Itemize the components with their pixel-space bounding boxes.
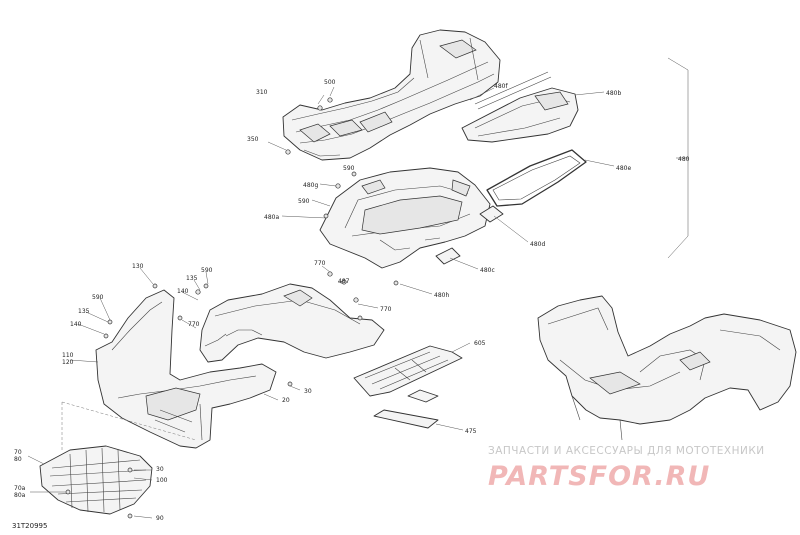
callout-480d: 480d — [530, 241, 545, 248]
callout-350: 350 — [247, 136, 259, 143]
rear-rack — [282, 29, 501, 161]
callout-770-b: 770 — [380, 306, 392, 313]
footrest-grate — [39, 445, 153, 515]
callout-480h: 480h — [434, 292, 449, 299]
left-fender — [199, 283, 385, 363]
leader-lines — [27, 86, 688, 519]
group-bracket — [667, 57, 689, 259]
figure-id: 31T20995 — [12, 522, 47, 530]
assembled-view — [537, 295, 797, 441]
callout-80: 80 — [14, 456, 22, 463]
watermark-brand: PARTSFOR.RU — [488, 461, 710, 492]
callout-30-b: 30 — [156, 466, 164, 473]
rods — [474, 71, 552, 110]
box-lid — [461, 87, 579, 143]
callout-80a: 80a — [14, 492, 26, 499]
callout-130: 130 — [132, 263, 144, 270]
callout-labels: 310 500 350 480f 480b 480e 480 480g 590 … — [14, 79, 690, 522]
callout-487: 487 — [338, 278, 350, 285]
storage-box — [319, 167, 491, 269]
callout-770-c: 770 — [188, 321, 200, 328]
watermark: ЗАПЧАСТИ И АКСЕССУАРЫ ДЛЯ МОТОТЕХНИКИ PA… — [488, 445, 765, 492]
callout-590-d: 590 — [92, 294, 104, 301]
small-cover-d — [479, 205, 504, 223]
strip-475 — [373, 389, 439, 429]
floor-mat — [353, 345, 463, 397]
callout-120: 120 — [62, 359, 74, 366]
callout-135-b: 135 — [78, 308, 90, 315]
callout-20: 20 — [282, 397, 290, 404]
callout-100: 100 — [156, 477, 168, 484]
callout-310: 310 — [256, 89, 268, 96]
callout-590-a: 590 — [343, 165, 355, 172]
callout-480f: 480f — [494, 83, 508, 90]
callout-480e: 480e — [616, 165, 631, 172]
callout-70: 70 — [14, 449, 22, 456]
footwell-body — [95, 289, 277, 449]
fasteners — [65, 97, 399, 519]
callout-140-b: 140 — [70, 321, 82, 328]
callout-500: 500 — [324, 79, 336, 86]
callout-110: 110 — [62, 352, 74, 359]
callout-135-a: 135 — [186, 275, 198, 282]
callout-590-b: 590 — [298, 198, 310, 205]
callout-480c: 480c — [480, 267, 495, 274]
callout-90: 90 — [156, 515, 164, 522]
callout-475: 475 — [465, 428, 477, 435]
watermark-tagline: ЗАПЧАСТИ И АКСЕССУАРЫ ДЛЯ МОТОТЕХНИКИ — [488, 445, 765, 457]
callout-605: 605 — [474, 340, 486, 347]
callout-480g: 480g — [303, 182, 318, 189]
callout-70a: 70a — [14, 485, 26, 492]
callout-30-a: 30 — [304, 388, 312, 395]
callout-770-a: 770 — [314, 260, 326, 267]
small-pad-c — [435, 247, 461, 265]
callout-480: 480 — [678, 156, 690, 163]
callout-480a: 480a — [264, 214, 279, 221]
dashed-guide — [61, 401, 197, 452]
callout-590-c: 590 — [201, 267, 213, 274]
seal-gasket — [486, 149, 587, 207]
callout-140-a: 140 — [177, 288, 189, 295]
callout-480b: 480b — [606, 90, 621, 97]
